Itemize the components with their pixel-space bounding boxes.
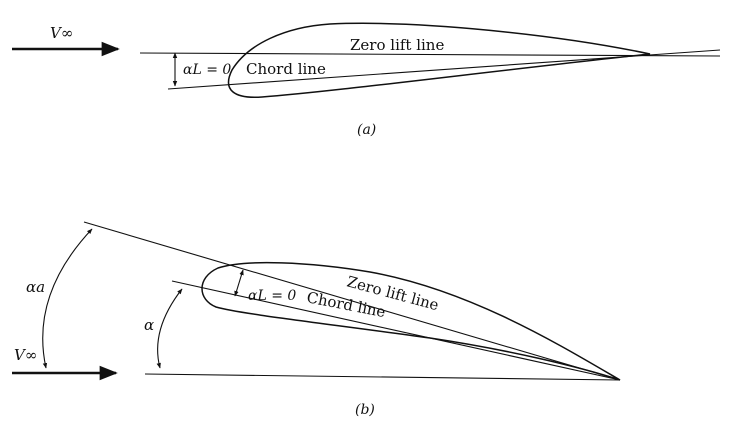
alpha-label-b: α xyxy=(144,316,154,334)
zero-lift-line-b xyxy=(83,221,621,381)
freestream-label-b: V∞ xyxy=(14,346,37,364)
chord-line-b xyxy=(171,280,621,381)
airfoil-b xyxy=(201,261,621,381)
zero-lift-line-label-a: Zero lift line xyxy=(350,36,444,54)
chord-line-label-a: Chord line xyxy=(246,60,326,78)
angle-label-a: αL = 0 xyxy=(183,62,231,78)
absolute-angle-arc-b xyxy=(42,228,93,369)
zero-lift-angle-label-b: αL = 0 xyxy=(248,288,296,304)
airfoil-a xyxy=(227,22,651,99)
freestream-label-a: V∞ xyxy=(50,24,73,42)
zero-lift-line-a xyxy=(139,52,721,57)
freestream-reference-line-b xyxy=(144,373,621,381)
caption-b: (b) xyxy=(355,402,375,418)
figure-a: V∞ αL = 0 Zero lift line Chord line (a) xyxy=(12,22,721,138)
alpha-arc-b xyxy=(156,288,183,369)
caption-a: (a) xyxy=(357,122,376,138)
absolute-angle-label-b: αa xyxy=(26,278,45,296)
zero-lift-angle-arrow-b xyxy=(234,269,244,297)
figure-b: V∞ α αa αL = 0 Zero lift line Chord line… xyxy=(12,221,621,418)
